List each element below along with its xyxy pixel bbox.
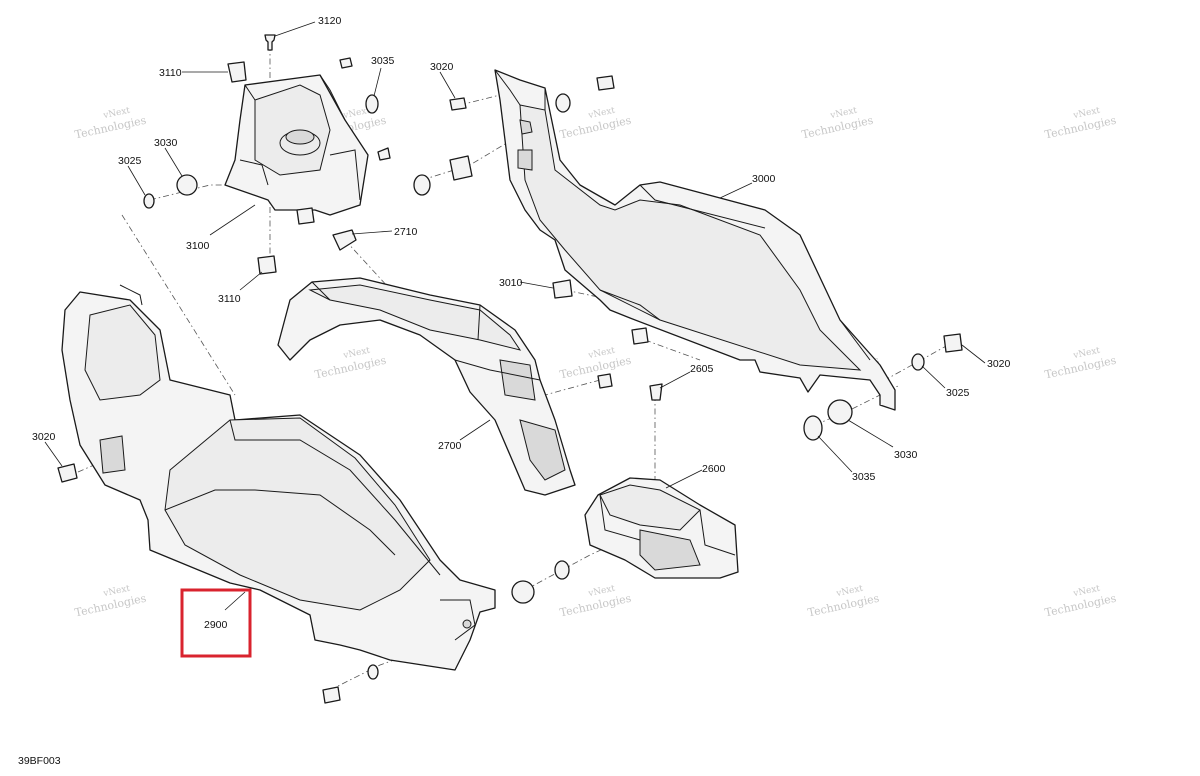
washer-icon bbox=[554, 560, 570, 580]
callout-3025: 3025 bbox=[118, 155, 142, 167]
callout-3020: 3020 bbox=[430, 61, 454, 73]
rivet-3030-left-icon bbox=[176, 174, 198, 196]
leader-lines bbox=[44, 21, 986, 611]
part-2600-block bbox=[584, 477, 739, 579]
callout-3030: 3030 bbox=[154, 137, 178, 149]
watermark: vNext Technologies bbox=[559, 346, 633, 382]
callout-3010: 3010 bbox=[499, 277, 523, 289]
watermark: vNext Technologies bbox=[1044, 106, 1118, 142]
part-3100-bracket bbox=[224, 74, 369, 216]
callout-2700: 2700 bbox=[438, 440, 462, 452]
screw-2605-icon bbox=[649, 383, 663, 401]
watermark: vNext Technologies bbox=[801, 106, 875, 142]
pin-icon bbox=[377, 147, 391, 161]
callout-3030: 3030 bbox=[894, 449, 918, 461]
callout-3110: 3110 bbox=[159, 67, 182, 79]
rivet-icon bbox=[511, 580, 535, 604]
rivet-icon bbox=[449, 155, 473, 181]
screw-icon bbox=[322, 686, 341, 704]
callout-2605: 2605 bbox=[690, 363, 714, 375]
screw-3020-left-icon bbox=[57, 463, 78, 483]
callout-2710: 2710 bbox=[394, 226, 418, 238]
callout-3020: 3020 bbox=[32, 431, 56, 443]
callout-3035: 3035 bbox=[371, 55, 395, 67]
clip-3010-icon bbox=[552, 279, 573, 299]
rivet-3030-right-icon bbox=[827, 399, 853, 425]
washer-3025-right-icon bbox=[911, 353, 925, 371]
washer-icon bbox=[555, 93, 571, 113]
part-2900-panel bbox=[61, 284, 496, 671]
washer-icon bbox=[367, 664, 379, 680]
screw-3020-top-icon bbox=[449, 97, 467, 111]
callout-labels: 3120 3110 3035 3030 3025 3100 3110 2710 … bbox=[32, 15, 1011, 631]
callout-3035: 3035 bbox=[852, 471, 876, 483]
watermark: vNext Technologies bbox=[807, 584, 881, 620]
callout-3110: 3110 bbox=[218, 293, 241, 305]
callout-2600: 2600 bbox=[702, 463, 726, 475]
fasteners bbox=[57, 34, 963, 704]
callout-3000: 3000 bbox=[752, 173, 776, 185]
watermark: vNext Technologies bbox=[559, 584, 633, 620]
washer-3035-right-icon bbox=[803, 415, 823, 441]
pin-2710-icon bbox=[332, 229, 357, 251]
callout-3120: 3120 bbox=[318, 15, 342, 27]
screw-icon bbox=[596, 75, 615, 91]
watermark: vNext Technologies bbox=[74, 106, 148, 142]
watermark: vNext Technologies bbox=[1044, 346, 1118, 382]
washer-3025-left-icon bbox=[143, 193, 155, 209]
screw-3120-icon bbox=[264, 34, 276, 51]
watermark: vNext Technologies bbox=[314, 346, 388, 382]
watermark: vNext Technologies bbox=[1044, 584, 1118, 620]
part-3000-right-panel bbox=[494, 69, 896, 411]
highlight-box bbox=[180, 588, 252, 658]
pin-icon bbox=[597, 373, 613, 389]
part-2700-arch bbox=[277, 277, 576, 496]
callout-3100: 3100 bbox=[186, 240, 210, 252]
clip-3110-bottom-icon bbox=[257, 255, 277, 275]
washer-icon bbox=[413, 174, 431, 196]
callout-2900: 2900 bbox=[204, 619, 228, 631]
screw-3020-right-icon bbox=[943, 333, 963, 353]
callout-3025: 3025 bbox=[946, 387, 970, 399]
callout-3020: 3020 bbox=[987, 358, 1011, 370]
washer-3035-top-icon bbox=[365, 94, 379, 114]
drawing-code: 39BF003 bbox=[18, 755, 61, 767]
pin-icon bbox=[339, 57, 353, 69]
clip-icon bbox=[631, 327, 649, 345]
watermark: vNext Technologies bbox=[74, 584, 148, 620]
clip-icon bbox=[296, 207, 315, 225]
clip-3110-top-icon bbox=[227, 61, 247, 83]
